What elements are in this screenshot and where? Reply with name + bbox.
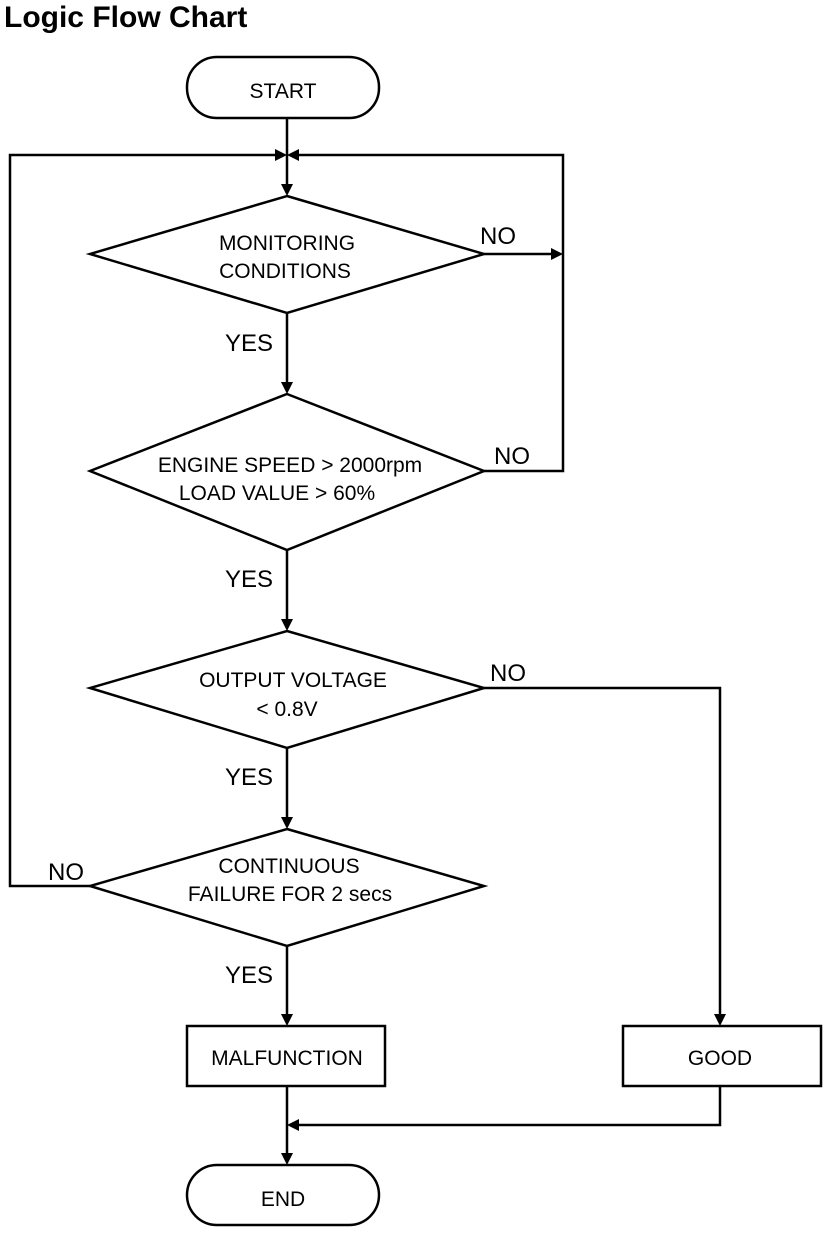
edge-labels: NO YES NO YES NO YES NO YES bbox=[48, 223, 530, 989]
voltage-label-line1: OUTPUT VOLTAGE bbox=[199, 669, 387, 692]
decision-shape bbox=[85, 827, 489, 948]
arrowheads bbox=[275, 149, 726, 1165]
edge-continuous-no-loop bbox=[8, 153, 277, 888]
start-label: START bbox=[250, 80, 317, 103]
edge-voltage-no-to-good bbox=[484, 686, 722, 1016]
continuous-no-label: NO bbox=[48, 859, 84, 886]
continuous-label-line2: FAILURE FOR 2 secs bbox=[188, 883, 392, 906]
process-shape bbox=[621, 1024, 823, 1088]
arrowhead bbox=[281, 382, 293, 394]
edge-engine-no-loop bbox=[297, 153, 565, 473]
arrowhead bbox=[281, 1014, 293, 1026]
process-shape bbox=[185, 1024, 387, 1088]
node-output-voltage: OUTPUT VOLTAGE < 0.8V bbox=[85, 629, 489, 750]
monitoring-no-label: NO bbox=[480, 223, 516, 250]
decision-shape bbox=[86, 392, 488, 552]
edge-good-to-join bbox=[297, 1086, 722, 1127]
arrowhead bbox=[551, 248, 563, 260]
arrowhead bbox=[714, 1014, 726, 1026]
arrowhead bbox=[281, 184, 293, 196]
node-continuous-failure: CONTINUOUS FAILURE FOR 2 secs bbox=[85, 827, 489, 948]
decision-shape bbox=[85, 629, 489, 750]
engine-label-line2: LOAD VALUE > 60% bbox=[179, 482, 375, 505]
end-label: END bbox=[261, 1188, 305, 1211]
arrowhead bbox=[281, 817, 293, 829]
terminator-shape bbox=[185, 1163, 381, 1227]
monitoring-label-line1: MONITORING bbox=[219, 232, 355, 255]
voltage-yes-label: YES bbox=[225, 764, 273, 791]
continuous-yes-label: YES bbox=[225, 962, 273, 989]
arrowhead bbox=[281, 1153, 293, 1165]
node-good: GOOD bbox=[621, 1024, 823, 1088]
node-engine-speed: ENGINE SPEED > 2000rpm LOAD VALUE > 60% bbox=[86, 392, 488, 552]
monitoring-yes-label: YES bbox=[225, 330, 273, 357]
page-title: Logic Flow Chart bbox=[4, 1, 248, 34]
decision-shape bbox=[85, 194, 489, 315]
engine-yes-label: YES bbox=[225, 566, 273, 593]
continuous-label-line1: CONTINUOUS bbox=[218, 855, 359, 878]
node-end: END bbox=[185, 1163, 381, 1227]
arrowhead bbox=[275, 149, 287, 161]
arrowhead bbox=[287, 1119, 299, 1131]
node-monitoring: MONITORING CONDITIONS bbox=[85, 194, 489, 315]
voltage-no-label: NO bbox=[490, 660, 526, 687]
terminator-shape bbox=[185, 55, 381, 120]
arrowhead bbox=[281, 619, 293, 631]
node-malfunction: MALFUNCTION bbox=[185, 1024, 387, 1088]
arrowhead bbox=[287, 149, 299, 161]
connectors bbox=[8, 118, 722, 1156]
engine-no-label: NO bbox=[494, 443, 530, 470]
engine-label-line1: ENGINE SPEED > 2000rpm bbox=[158, 454, 422, 477]
good-label: GOOD bbox=[688, 1047, 752, 1070]
node-start: START bbox=[185, 55, 381, 120]
voltage-label-line2: < 0.8V bbox=[256, 698, 317, 721]
malfunction-label: MALFUNCTION bbox=[211, 1047, 363, 1070]
monitoring-label-line2: CONDITIONS bbox=[219, 260, 351, 283]
